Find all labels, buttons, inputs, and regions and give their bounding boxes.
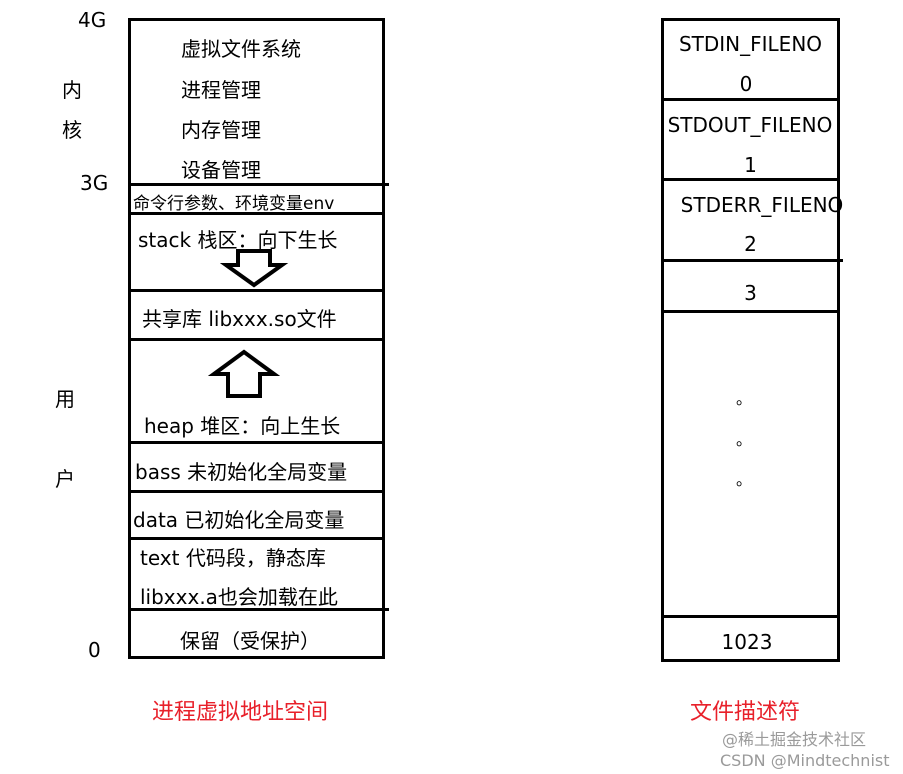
reserved-segment: 保留（受保护） [180, 629, 320, 653]
divider [661, 178, 840, 181]
text-segment: text 代码段，静态库 [140, 546, 326, 570]
label-0: 0 [88, 638, 101, 662]
divider [661, 259, 843, 262]
fd-number: 1 [744, 153, 757, 177]
fd-number: 2 [744, 232, 757, 256]
user-label: 用 [55, 387, 75, 411]
divider [128, 212, 385, 215]
watermark: CSDN @Mindtechnist [720, 751, 890, 770]
divider [128, 441, 385, 444]
label-4g: 4G [78, 8, 107, 32]
fd-number-last: 1023 [721, 630, 773, 654]
kernel-label: 核 [62, 118, 82, 142]
watermark: @稀土掘金技术社区 [722, 730, 867, 749]
down-arrow-icon [220, 249, 289, 288]
kernel-item: 内存管理 [181, 118, 261, 142]
file-descriptor-table [661, 18, 840, 662]
kernel-item: 设备管理 [181, 158, 261, 182]
ellipsis-dot: 。 [736, 430, 753, 449]
divider [128, 338, 385, 341]
env-segment: 命令行参数、环境变量env [133, 194, 335, 214]
data-segment: data 已初始化全局变量 [133, 508, 345, 532]
left-caption: 进程虚拟地址空间 [152, 700, 329, 725]
divider [661, 98, 840, 101]
divider [128, 183, 389, 186]
divider [128, 537, 385, 540]
up-arrow-icon [208, 349, 280, 398]
divider [128, 608, 389, 611]
bss-segment: bass 未初始化全局变量 [135, 460, 348, 484]
fd-name: STDOUT_FILENO [667, 113, 833, 137]
ellipsis-dot: 。 [736, 389, 753, 408]
kernel-item: 虚拟文件系统 [181, 37, 301, 61]
user-label: 户 [55, 467, 75, 491]
divider [128, 490, 385, 493]
fd-name: STDERR_FILENO [680, 193, 844, 217]
right-caption: 文件描述符 [690, 700, 801, 725]
text-segment: libxxx.a也会加载在此 [140, 585, 338, 609]
divider [128, 289, 385, 292]
heap-segment: heap 堆区：向上生长 [144, 414, 341, 438]
ellipsis-dot: 。 [736, 470, 753, 489]
shared-lib-segment: 共享库 libxxx.so文件 [142, 307, 337, 331]
kernel-item: 进程管理 [181, 78, 261, 102]
divider [661, 615, 840, 618]
stack-segment: stack 栈区：向下生长 [138, 228, 338, 252]
fd-number: 3 [744, 281, 757, 305]
kernel-label: 内 [62, 78, 82, 102]
fd-name: STDIN_FILENO [678, 32, 823, 56]
label-3g: 3G [80, 171, 109, 195]
divider [661, 310, 840, 313]
fd-number: 0 [739, 72, 753, 96]
